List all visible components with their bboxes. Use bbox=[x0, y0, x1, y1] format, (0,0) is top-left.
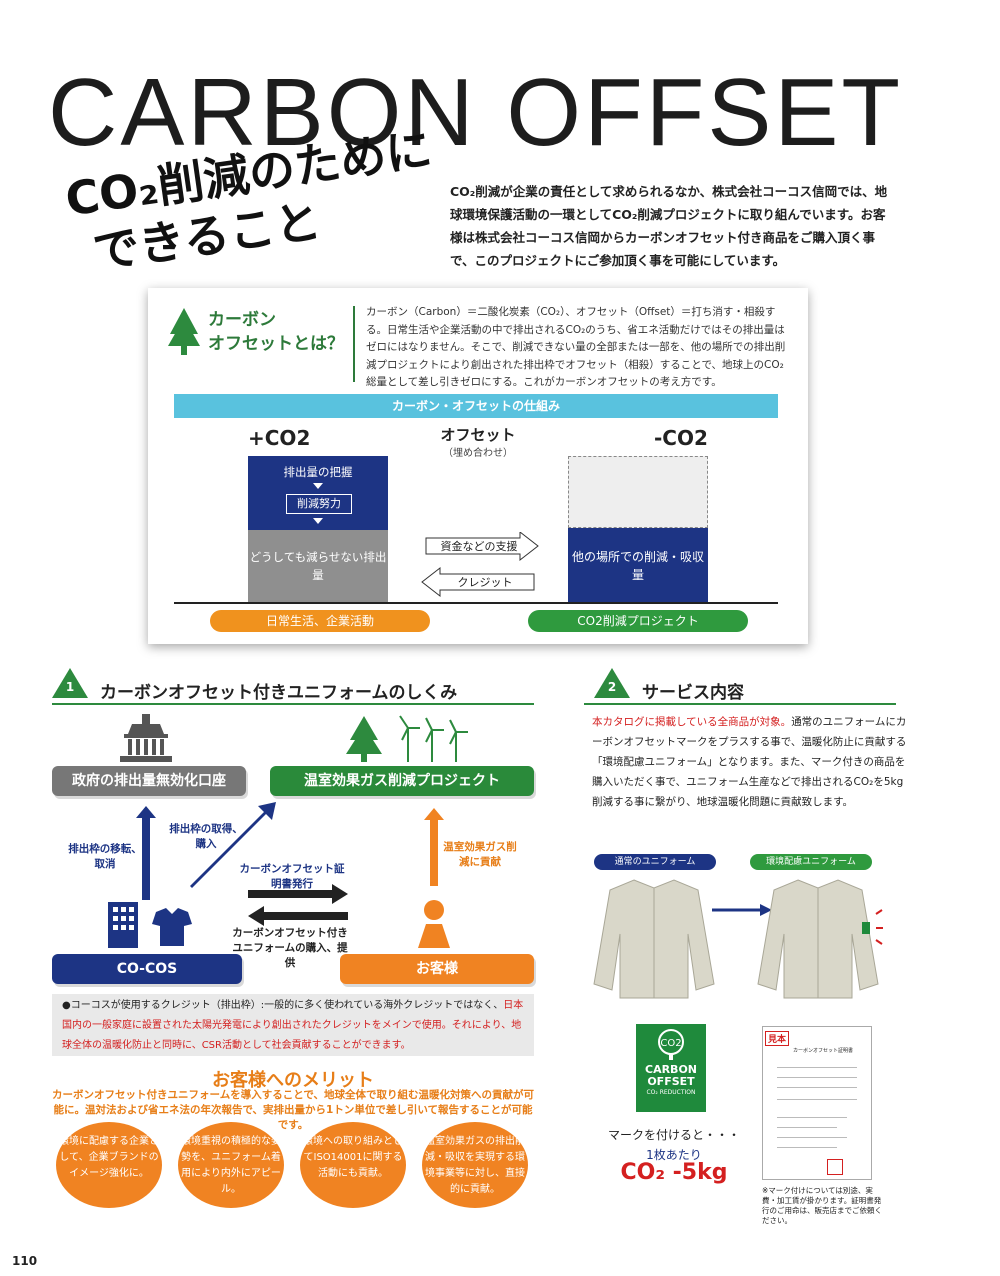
credit-note: ●コーコスが使用するクレジット（排出枠）:一般的に多く使われている海外クレジット… bbox=[52, 994, 534, 1056]
mechanism-title: カーボン・オフセットの仕組み bbox=[174, 394, 778, 418]
intro-text: CO₂削減が企業の責任として求められるなか、株式会社コーコス信岡では、地球環境保… bbox=[450, 184, 888, 268]
tree-windmill-icon bbox=[346, 715, 468, 762]
what-is-question: カーボン オフセットとは？ bbox=[208, 310, 344, 354]
co2-tree-icon: CO2 bbox=[658, 1029, 684, 1060]
certificate-note: ※マーク付けについては別途、実費・加工賃が掛かります。証明書発行のご用命は、販売… bbox=[762, 1186, 882, 1225]
merit-circle-3: 環境への取り組みとしてISO14001に関する活動にも貢献。 bbox=[300, 1122, 406, 1208]
carbon-offset-card: カーボン オフセットとは？ カーボン（Carbon）＝二酸化炭素（CO₂）、オフ… bbox=[148, 288, 808, 644]
minus-co2-label: -CO2 bbox=[654, 426, 708, 450]
cert-title: カーボンオフセット証明書 bbox=[793, 1048, 854, 1054]
provide-label: カーボンオフセット付きユニフォームの購入、提供 bbox=[232, 927, 348, 969]
certificate-label: カーボンオフセット証明書発行 bbox=[239, 863, 345, 890]
pill-co2-project: CO2削減プロジェクト bbox=[528, 610, 748, 632]
step-measure: 排出量の把握 bbox=[283, 465, 353, 479]
flow-arrows bbox=[136, 802, 444, 926]
per-piece-label: 1枚あたり bbox=[646, 1148, 702, 1162]
plus-co2-label: +CO2 bbox=[248, 426, 311, 450]
merits-description: カーボンオフセット付きユニフォームを導入することで、地球全体で取り組む温暖化対策… bbox=[52, 1089, 534, 1131]
dashed-block bbox=[568, 456, 708, 528]
unavoidable-block: どうしても減らせない排出量 bbox=[248, 530, 388, 602]
section1-title: カーボンオフセット付きユニフォームのしくみ bbox=[100, 683, 458, 703]
company-uniform-icon bbox=[108, 902, 192, 948]
offset-label: オフセット bbox=[440, 426, 516, 444]
co2-reduction-label: CO₂ -5kg bbox=[620, 1160, 728, 1185]
tab-eco-uniform: 環境配慮ユニフォーム bbox=[750, 854, 872, 870]
service-text: 本カタログに掲載している全商品が対象。通常のユニフォームにカーボンオフセットマー… bbox=[592, 716, 907, 808]
tab-normal-uniform: 通常のユニフォーム bbox=[594, 854, 716, 870]
merits-title: お客様へのメリット bbox=[212, 1070, 374, 1091]
certificate-sample: 見本 カーボンオフセット証明書 bbox=[762, 1026, 872, 1180]
divider bbox=[353, 306, 355, 382]
exchange-arrows bbox=[421, 532, 539, 598]
svg-text:CO2: CO2 bbox=[660, 1038, 681, 1049]
section2-title: サービス内容 bbox=[642, 683, 744, 703]
pill-daily-life: 日常生活、企業活動 bbox=[210, 610, 430, 632]
offset-sub-label: （埋め合わせ） bbox=[443, 448, 513, 459]
merit-circle-1: 環境に配慮する企業として、企業ブランドのイメージ強化に。 bbox=[56, 1122, 162, 1208]
arrow-right-label: 資金などの支援 bbox=[440, 540, 518, 553]
cocos-label: CO-COS bbox=[52, 954, 242, 984]
section1-underline bbox=[52, 703, 534, 705]
ghg-project-label: 温室効果ガス削減プロジェクト bbox=[270, 766, 534, 796]
step-reduce: 削減努力 bbox=[286, 494, 352, 514]
down-arrow-icon bbox=[313, 518, 323, 524]
section2-number-badge: 2 bbox=[594, 668, 630, 698]
acquire-label: 排出枠の取得、購入 bbox=[169, 823, 243, 850]
mark-caption: マークを付けると・・・ bbox=[607, 1128, 740, 1142]
jacket-eco-image bbox=[757, 879, 883, 999]
what-is-description: カーボン（Carbon）＝二酸化炭素（CO₂）、オフセット（Offset）＝打ち… bbox=[366, 306, 786, 388]
customer-label: お客様 bbox=[340, 954, 534, 984]
arrow-right-icon bbox=[712, 904, 772, 916]
baseline bbox=[174, 602, 778, 604]
other-place-block: 他の場所での削減・吸収量 bbox=[568, 528, 708, 602]
page-number: 110 bbox=[12, 1254, 38, 1268]
section1-number-badge: 1 bbox=[52, 668, 88, 698]
emission-block: 排出量の把握 bbox=[248, 456, 388, 530]
jacket-normal-image bbox=[593, 879, 715, 999]
government-building-icon bbox=[120, 714, 172, 762]
person-icon bbox=[418, 900, 450, 948]
section2-underline bbox=[584, 703, 896, 705]
arrow-left-label: クレジット bbox=[457, 576, 513, 589]
down-arrow-icon bbox=[313, 483, 323, 489]
carbon-offset-logo: CO2 CARBON OFFSET CO₂ REDUCTION bbox=[636, 1024, 706, 1112]
sample-tag: 見本 bbox=[765, 1031, 790, 1046]
merit-circle-2: 環境重視の積極的な姿勢を、ユニフォーム着用により内外にアピール。 bbox=[178, 1122, 284, 1208]
page-title: CARBON OFFSET bbox=[48, 59, 904, 166]
transfer-label: 排出枠の移転、取消 bbox=[68, 843, 142, 870]
government-account-label: 政府の排出量無効化口座 bbox=[52, 766, 246, 796]
merit-circle-4: 温室効果ガスの排出削減・吸収を実現する環境事業等に対し、直接的に貢献。 bbox=[422, 1122, 528, 1208]
contribute-label: 温室効果ガス削減に貢献 bbox=[443, 841, 517, 868]
